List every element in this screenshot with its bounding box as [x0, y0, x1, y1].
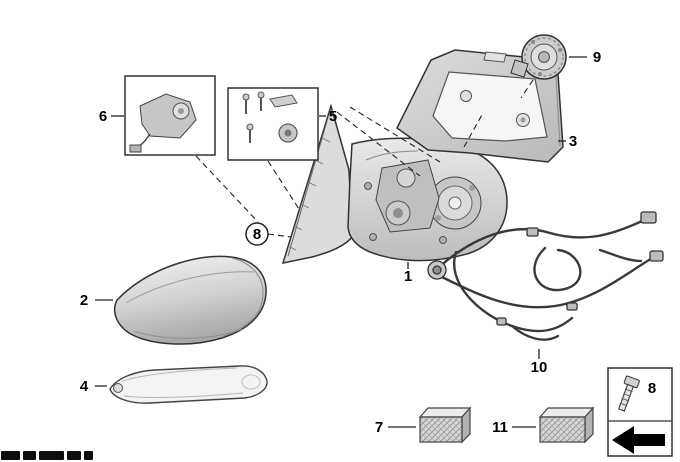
callout-8-circled: 8	[245, 222, 269, 246]
callout-8-circled-label: 8	[253, 226, 261, 243]
package-part7	[418, 406, 472, 444]
mirror-housing-frame-part3	[396, 49, 564, 163]
package-part11	[538, 406, 595, 444]
callout-6: 6	[99, 108, 107, 125]
mirror-cap-part2	[113, 255, 267, 345]
callout-4: 4	[80, 378, 89, 395]
turn-signal-lamp-part4	[109, 365, 268, 404]
actuator-box-part6	[124, 75, 216, 156]
callout-10: 10	[531, 359, 548, 376]
fastener-kit-box-part5	[227, 87, 319, 161]
callout-2: 2	[80, 292, 88, 309]
mirror-drive-motor-part9	[510, 34, 567, 80]
mirror-body-part1	[347, 137, 508, 262]
callout-7: 7	[375, 419, 383, 436]
callout-leader-lines	[95, 56, 587, 428]
callout-1: 1	[404, 268, 412, 285]
callout-11: 11	[492, 419, 508, 436]
harness-connectors	[427, 211, 664, 326]
callout-5: 5	[329, 108, 337, 125]
wiring-harness-part10	[427, 211, 664, 341]
callout-3: 3	[569, 133, 577, 150]
assembly-reference-lines	[195, 79, 534, 238]
callout-8-legend: 8	[648, 380, 656, 397]
callout-labels: 1 2 3 4 5 6 7 8 9 10 11	[80, 49, 656, 436]
screw-icon	[618, 375, 640, 412]
fastener-legend-box	[607, 367, 673, 457]
callout-9: 9	[593, 49, 601, 66]
watermark	[1, 451, 93, 460]
direction-arrow-icon	[612, 426, 665, 454]
